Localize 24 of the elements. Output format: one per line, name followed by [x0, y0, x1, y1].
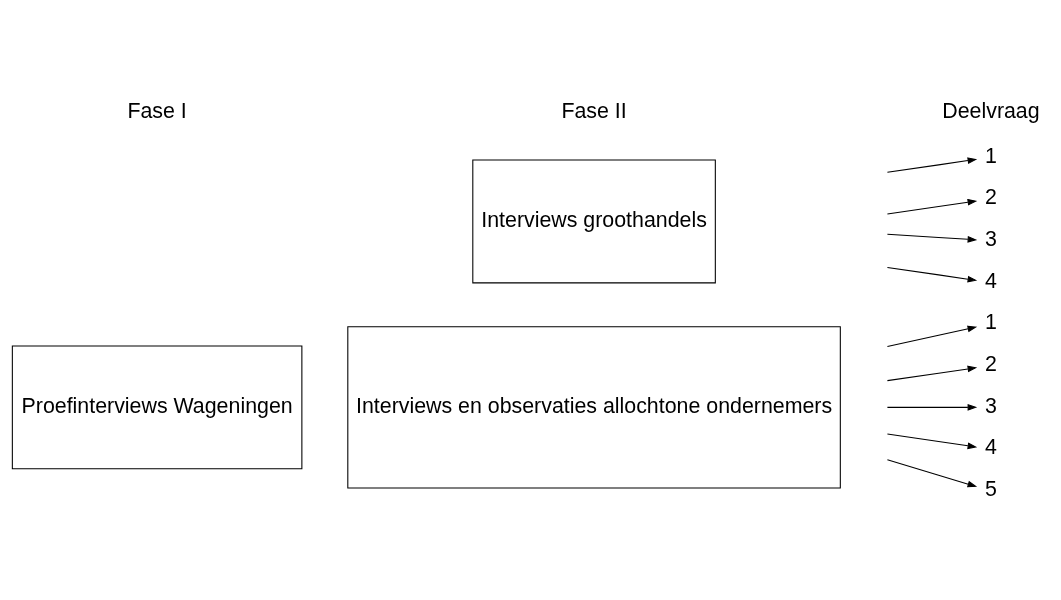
arrow [886, 233, 978, 243]
node-box: Interviews groothandels [472, 159, 716, 284]
arrow [886, 157, 978, 173]
label: Fase I [127, 98, 187, 123]
node-text: 2 [985, 185, 997, 210]
node-text: 3 [985, 227, 997, 252]
node-text: 4 [985, 268, 997, 293]
node-text: 3 [985, 393, 997, 418]
label: Deelvraag [942, 98, 1040, 123]
label: Fase II [561, 98, 627, 123]
node-text: 5 [985, 477, 997, 502]
node-text: 1 [985, 310, 997, 335]
arrow [886, 365, 978, 382]
arrow [886, 325, 978, 347]
node-text: 2 [985, 352, 997, 377]
node-box: Interviews en observaties allochtone ondernemers [347, 326, 841, 489]
arrow [886, 433, 978, 450]
arrow [886, 198, 978, 215]
node-box: Proefinterviews Wageningen [11, 345, 303, 470]
arrow [886, 404, 978, 411]
arrow [886, 459, 978, 488]
node-text: 1 [985, 143, 997, 168]
arrow [886, 266, 978, 283]
node-text: 4 [985, 435, 997, 460]
